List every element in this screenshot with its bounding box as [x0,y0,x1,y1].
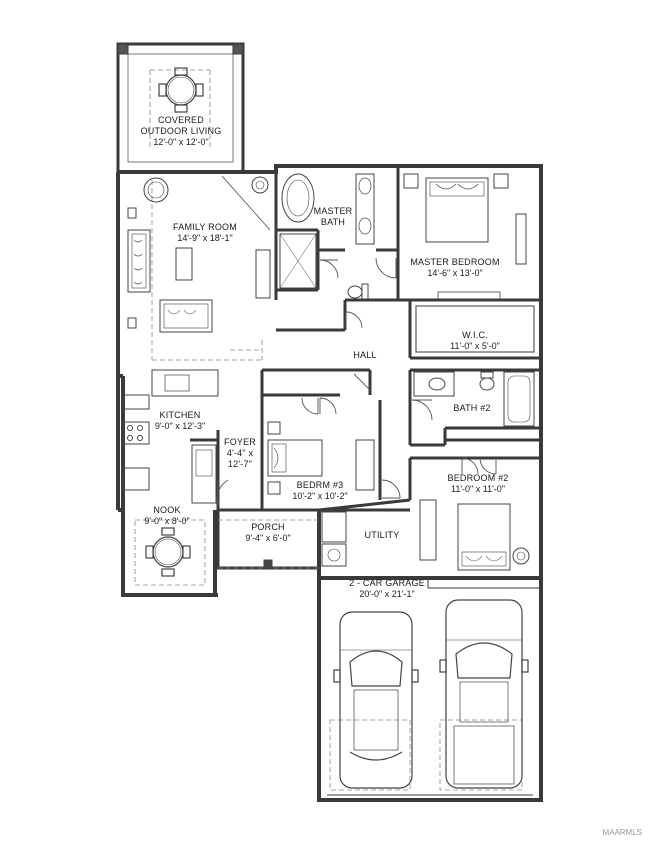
bedroom-2-furniture [419,499,530,571]
room-label-garage: 2 - CAR GARAGE 20'-0" x 21'-1" [349,578,425,599]
watermark: MAARMLS [602,828,642,837]
door-swings [216,175,497,506]
room-label-covered-outdoor-living: COVERED OUTDOOR LIVING 12'-0" x 12'-0" [140,115,222,147]
room-label-family-room: FAMILY ROOM 14'-9" x 18'-1" [173,222,237,243]
master-bath-fixtures [279,173,375,301]
car-right [439,599,529,789]
interior-walls [190,166,541,570]
covered-outdoor-living-area [116,42,245,174]
room-label-porch: PORCH 9'-4" x 6'-0" [245,522,291,543]
dashed-area-lines [134,180,523,791]
bath-2-fixtures [413,371,535,427]
outdoor-dining-table [158,67,204,113]
room-label-master-bedroom: MASTER BEDROOM 14'-6" x 13'-0" [410,257,500,278]
family-room-furniture [127,176,271,333]
master-bed [403,173,527,301]
car-left [333,611,419,789]
garage-walls [317,510,543,802]
room-label-bedroom-3: BEDRM #3 10'-2" x 10'-2" [292,480,348,501]
room-label-kitchen: KITCHEN 9'-0" x 12'-3" [154,410,206,431]
kitchen-fixtures [122,369,219,504]
room-label-nook: NOOK 9'-0" x 8'-0" [144,505,190,526]
room-label-master-bath: MASTER BATH [313,206,353,227]
utility-fixtures [263,511,347,569]
room-label-bath-2: BATH #2 [453,403,491,413]
room-label-hall: HALL [353,350,377,360]
room-label-bedroom-2: BEDROOM #2 11'-0" x 11'-0" [447,473,509,494]
room-label-wic: W.I.C. 11'-0" x 5'-0" [450,330,500,351]
bedroom-3-furniture [267,421,375,495]
nook-dining-table [145,527,191,577]
room-label-utility: UTILITY [364,530,400,540]
room-label-foyer: FOYER 4'-4" x 12'-7" [223,437,257,469]
